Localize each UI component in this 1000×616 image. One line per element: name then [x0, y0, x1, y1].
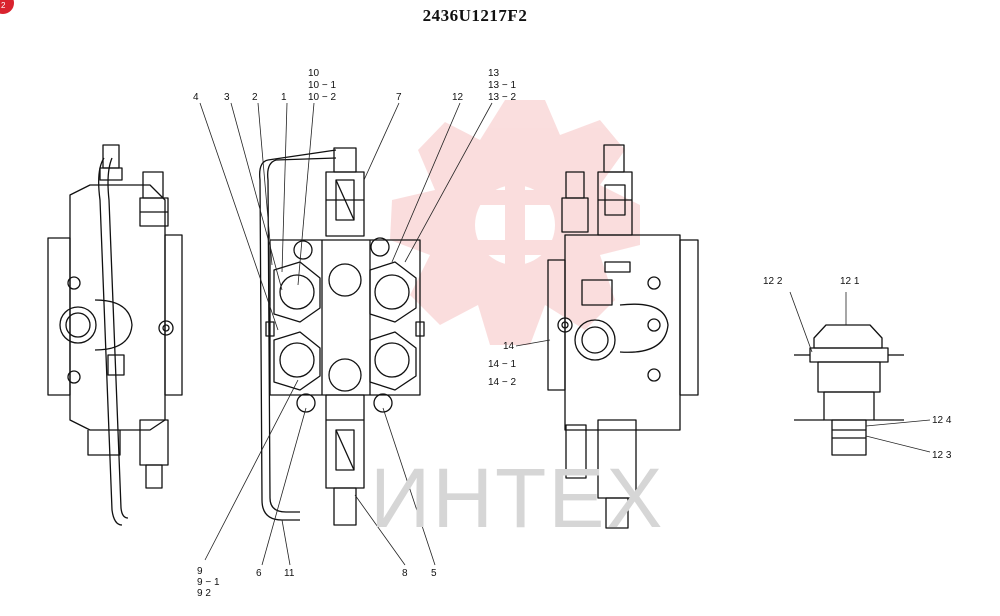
right-side-view: [547, 144, 699, 529]
callout-12-1: 12 1: [840, 276, 860, 287]
center-front-view: [259, 147, 425, 526]
callout-12-3: 12 3: [932, 450, 952, 461]
callout-9-2: 9 2: [197, 588, 211, 599]
watermark-logo: [390, 100, 640, 345]
callout-13-1: 13 − 1: [488, 80, 517, 91]
callout-5: 5: [431, 568, 437, 579]
detail-view-12: [794, 324, 904, 456]
callout-13-2: 13 − 2: [488, 92, 517, 103]
callout-14-2: 14 − 2: [488, 377, 517, 388]
watermark-text: ИНТЕХ: [370, 451, 665, 545]
callout-11: 11: [284, 568, 295, 579]
callout-14: 14: [503, 341, 515, 352]
left-side-view: [47, 144, 183, 526]
callout-1: 1: [281, 92, 287, 103]
callout-9-1: 9 − 1: [197, 577, 220, 588]
callout-6: 6: [256, 568, 262, 579]
callout-13: 13: [488, 68, 500, 79]
callout-9: 9: [197, 566, 203, 577]
drawing-number: 2436U1217F2: [422, 6, 528, 25]
callout-10-2: 10 − 2: [308, 92, 337, 103]
callout-3: 3: [224, 92, 230, 103]
callout-12-4: 12 4: [932, 415, 952, 426]
corner-badge: 2: [0, 0, 14, 14]
callout-10: 10: [308, 68, 320, 79]
callout-4: 4: [193, 92, 199, 103]
callout-12-2: 12 2: [763, 276, 783, 287]
callout-2: 2: [252, 92, 258, 103]
callout-8: 8: [402, 568, 408, 579]
callout-7: 7: [396, 92, 402, 103]
callout-14-1: 14 − 1: [488, 359, 517, 370]
callout-12: 12: [452, 92, 464, 103]
leader-lines: [199, 102, 931, 566]
callout-10-1: 10 − 1: [308, 80, 337, 91]
